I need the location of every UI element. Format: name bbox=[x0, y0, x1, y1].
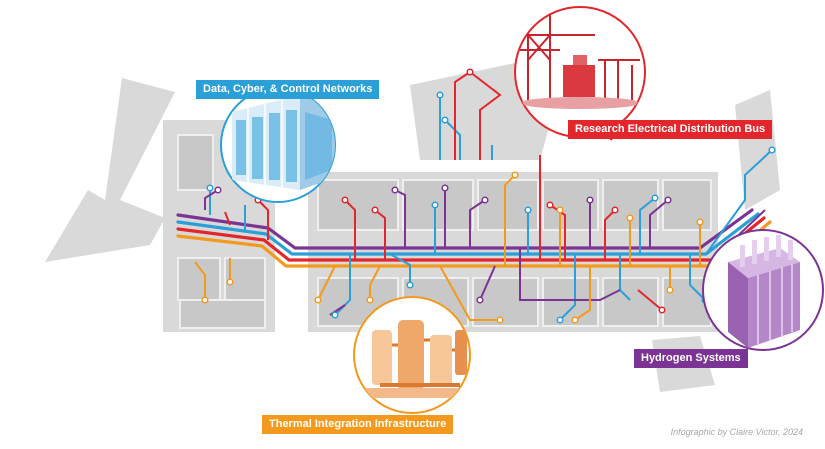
research-electrical-distribution-bus-label: Research Electrical Distribution Bus bbox=[568, 120, 773, 139]
branch-end-nodes bbox=[201, 68, 776, 324]
trunk-blue bbox=[176, 212, 760, 256]
electrical-substation-callout bbox=[514, 6, 646, 138]
orange-branches bbox=[194, 174, 701, 321]
substation-illustration bbox=[520, 15, 640, 109]
trunk-purple bbox=[176, 208, 754, 250]
thermal-equipment-callout bbox=[353, 296, 471, 414]
thermal-integration-infrastructure-label: Thermal Integration Infrastructure bbox=[262, 415, 454, 434]
thermal-equipment-illustration bbox=[365, 320, 467, 398]
hydrogen-systems-label: Hydrogen Systems bbox=[634, 349, 748, 368]
hydrogen-system-callout bbox=[702, 229, 824, 351]
data-center-callout bbox=[220, 87, 336, 203]
hydrogen-stack-illustration bbox=[728, 235, 800, 348]
server-rack-illustration bbox=[232, 95, 335, 190]
data-cyber-control-networks-label: Data, Cyber, & Control Networks bbox=[196, 80, 380, 99]
infographic-credit: Infographic by Claire Victor, 2024 bbox=[670, 427, 803, 437]
